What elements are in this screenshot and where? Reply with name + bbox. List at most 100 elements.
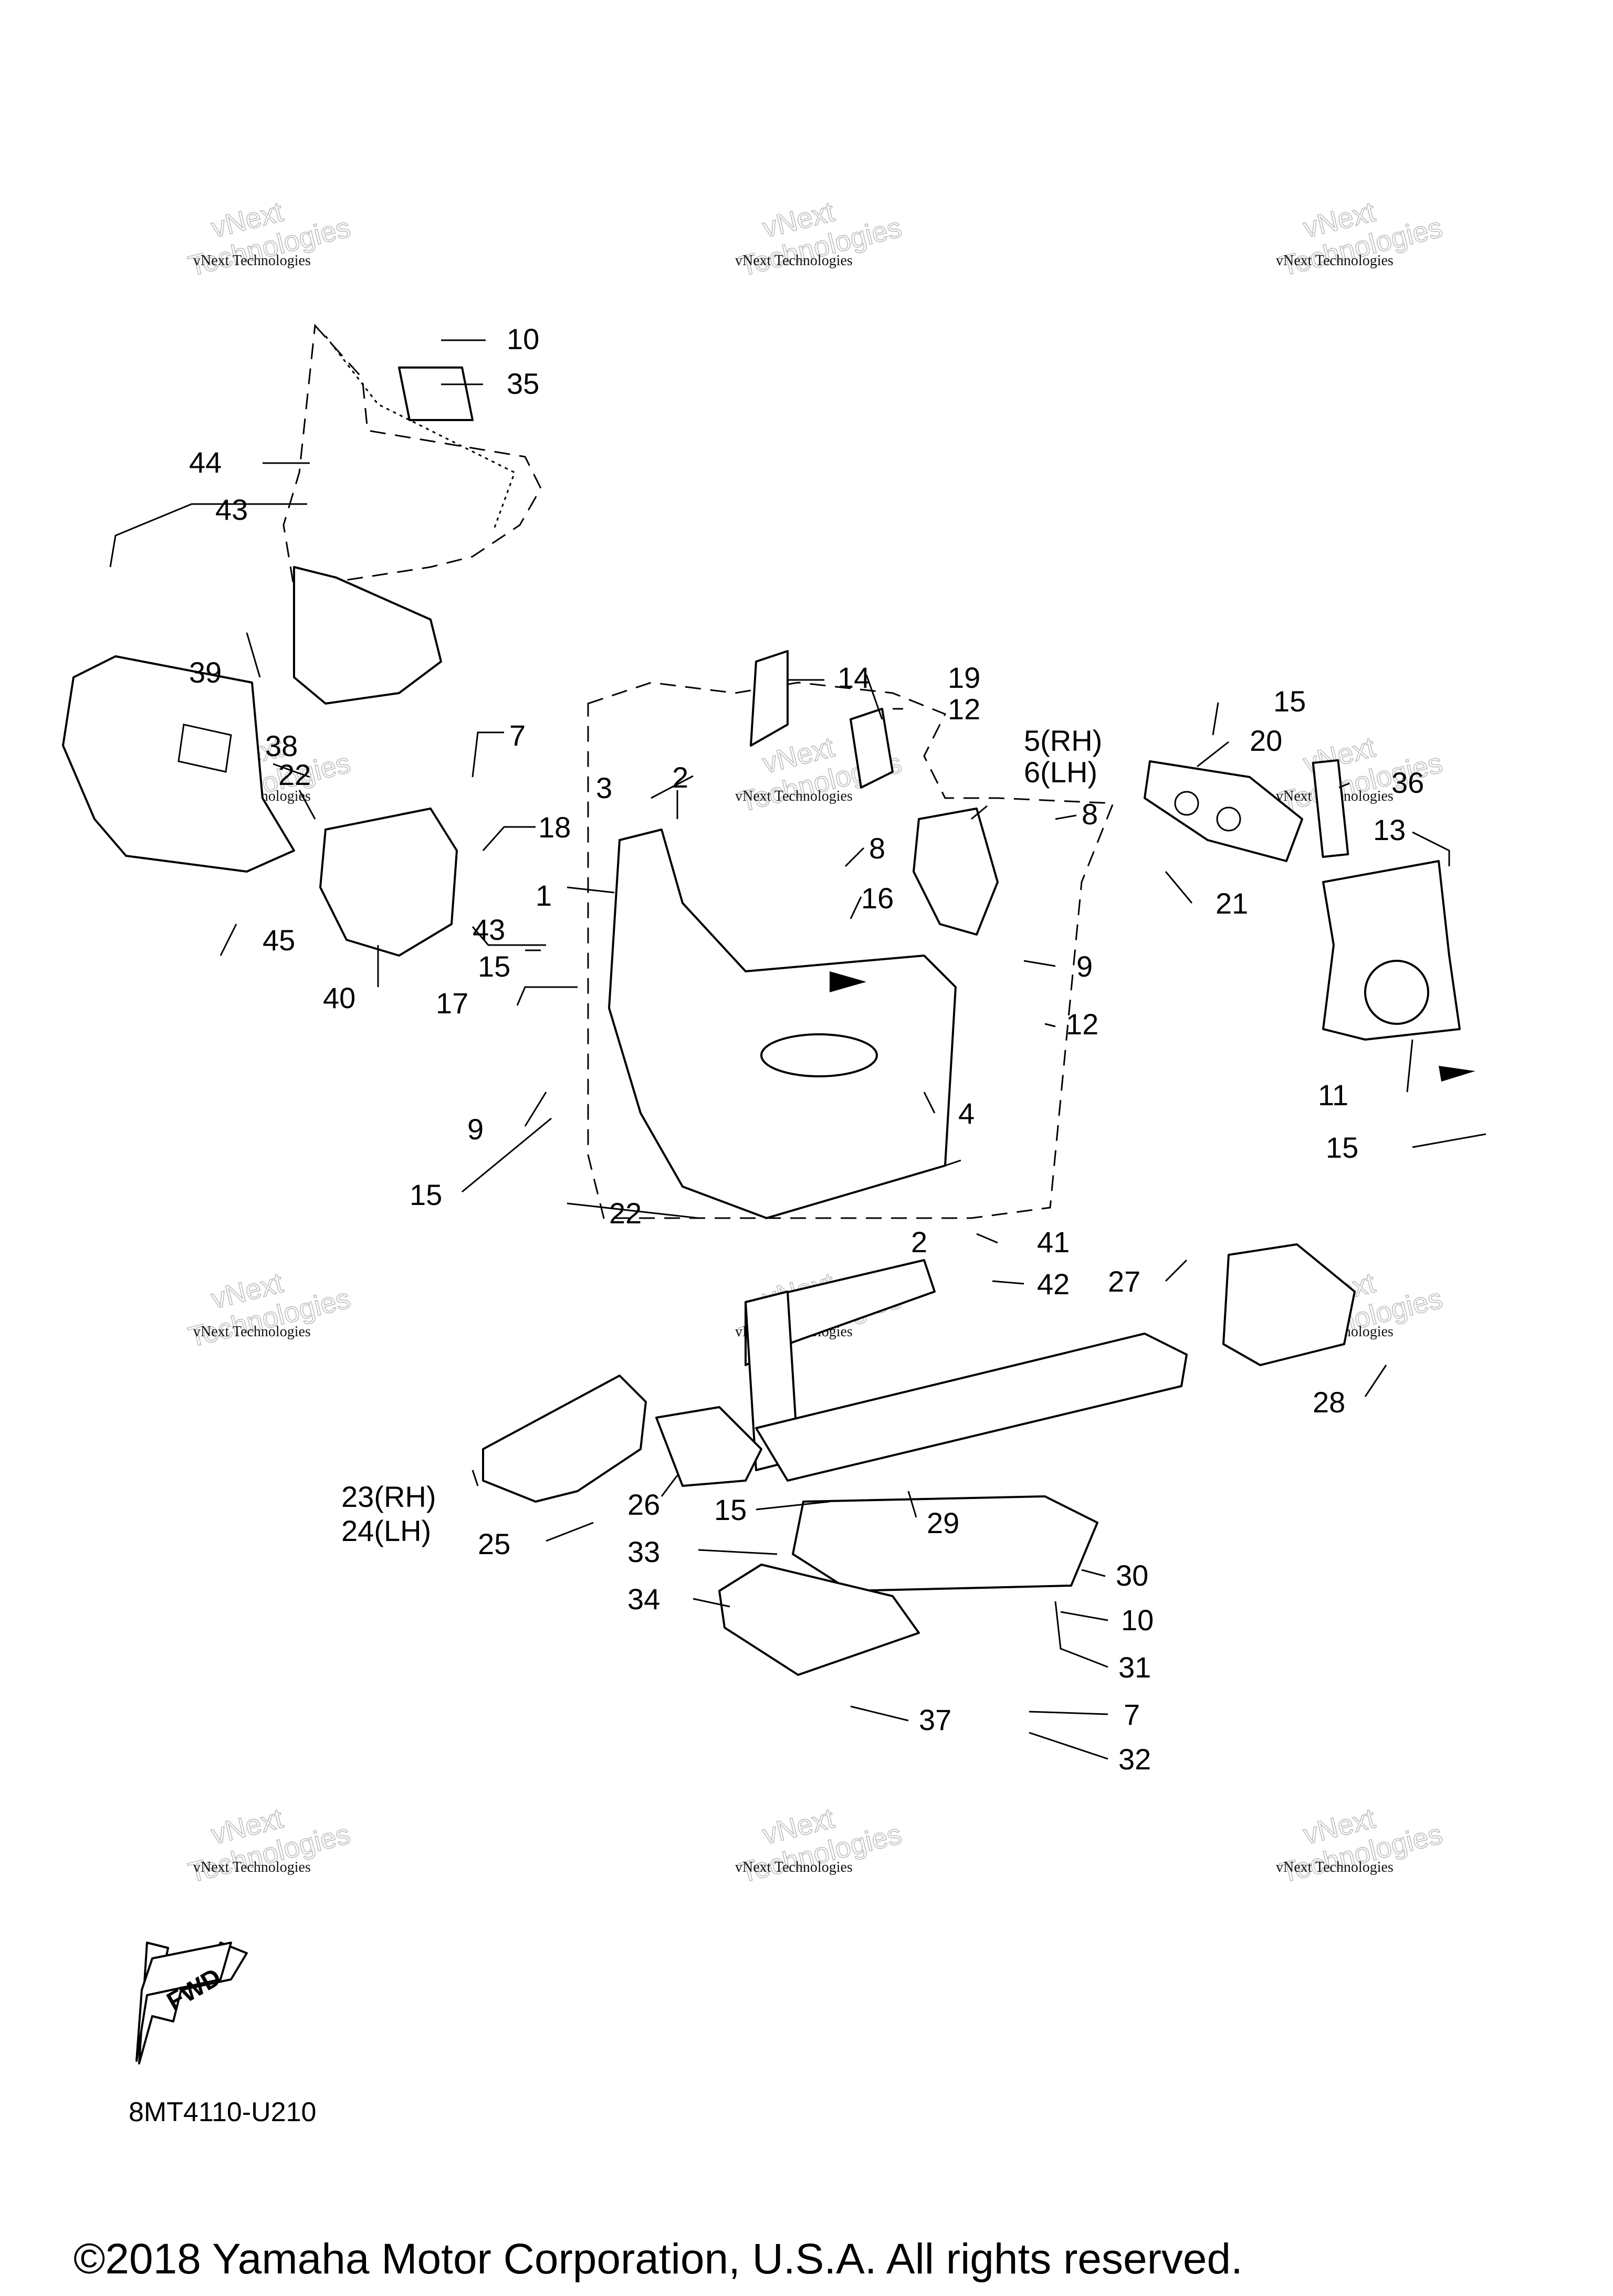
- callout-34: 34: [627, 1582, 660, 1616]
- front-panel-1: [608, 829, 957, 1219]
- callout-10: 10: [1121, 1603, 1154, 1637]
- callout-1: 1: [536, 879, 552, 912]
- callout-12: 12: [1066, 1008, 1098, 1041]
- svg-text:vNext Technologies: vNext Technologies: [193, 1324, 311, 1340]
- callout-14: 14: [837, 661, 870, 694]
- svg-text:vNext Technologies: vNext Technologies: [735, 788, 853, 804]
- direction-arrow: [830, 971, 866, 992]
- callout-15: 15: [1273, 685, 1306, 718]
- callout-41: 41: [1037, 1225, 1070, 1259]
- parts-art: [62, 323, 1475, 1676]
- callouts: 10 35 44 43 39 38 22 7 18 1 43 15 17 9 1…: [189, 322, 1424, 1776]
- duct-opening: [1364, 960, 1429, 1025]
- callout-22: 22: [278, 758, 311, 791]
- plate-20-hole: [1216, 806, 1241, 832]
- callout-8: 8: [869, 832, 885, 865]
- latch-19: [850, 708, 894, 789]
- watermark: Technologies vNext vNext Technologies: [185, 195, 354, 282]
- callout-38: 38: [265, 729, 298, 762]
- callout-2: 2: [911, 1225, 927, 1259]
- hinge-5-6: [913, 808, 999, 936]
- callout-45: 45: [263, 924, 295, 957]
- callout-27: 27: [1108, 1265, 1140, 1298]
- callout-25: 25: [478, 1527, 510, 1560]
- callout-43: 43: [215, 493, 248, 526]
- copyright-notice: ©2018 Yamaha Motor Corporation, U.S.A. A…: [74, 2235, 1243, 2283]
- callout-16: 16: [861, 882, 894, 915]
- plate-20: [1144, 760, 1303, 862]
- callout-42: 42: [1037, 1267, 1070, 1301]
- callout-15: 15: [410, 1178, 442, 1211]
- callout-8: 8: [1082, 798, 1098, 831]
- callout-43: 43: [473, 913, 505, 946]
- callout-36: 36: [1391, 766, 1424, 799]
- callout-7: 7: [1124, 1698, 1140, 1731]
- svg-text:vNext Technologies: vNext Technologies: [735, 253, 853, 269]
- callout-2: 2: [672, 761, 688, 794]
- callout-11: 11: [1318, 1078, 1348, 1112]
- bracket-26: [655, 1406, 762, 1487]
- direction-arrow: [1439, 1066, 1475, 1082]
- callout-6-lh: 6(LH): [1024, 756, 1097, 789]
- diagram-code: 8MT4110-U210: [129, 2097, 316, 2127]
- arm-23-24: [482, 1375, 647, 1503]
- callout-35: 35: [507, 367, 539, 400]
- svg-text:vNext Technologies: vNext Technologies: [735, 1859, 853, 1875]
- plate-39: [62, 655, 295, 873]
- callout-39: 39: [189, 656, 222, 689]
- callout-30: 30: [1116, 1559, 1148, 1592]
- leader-lines: [109, 339, 1486, 1760]
- callout-13: 13: [1373, 813, 1406, 846]
- svg-text:vNext Technologies: vNext Technologies: [1276, 253, 1394, 269]
- watermark: Technologies vNext vNext Technologies: [735, 195, 905, 282]
- callout-31: 31: [1118, 1651, 1151, 1684]
- watermark: Technologies vNext vNext Technologies: [185, 1266, 354, 1354]
- callout-26: 26: [627, 1488, 660, 1521]
- callout-24-lh: 24(LH): [341, 1514, 431, 1547]
- skid-plate-34: [718, 1564, 920, 1676]
- skid-plate-30: [792, 1495, 1098, 1592]
- callout-19: 19: [948, 661, 980, 694]
- callout-7: 7: [509, 719, 526, 752]
- plate-14: [750, 650, 789, 747]
- plate-20-hole: [1174, 791, 1199, 816]
- floor-bracket-rear: [293, 566, 442, 705]
- callout-33: 33: [627, 1535, 660, 1568]
- callout-20: 20: [1250, 724, 1282, 757]
- watermark: Technologies vNext vNext Technologies: [185, 1802, 354, 1889]
- callout-5-rh: 5(RH): [1024, 724, 1102, 757]
- callout-23-rh: 23(RH): [341, 1480, 436, 1513]
- watermark: Technologies vNext vNext Technologies: [1276, 195, 1446, 282]
- callout-9: 9: [1076, 950, 1093, 983]
- plate-39-cutout: [177, 724, 232, 773]
- callout-37: 37: [919, 1703, 951, 1736]
- fwd-arrow-icon: FWD: [135, 1942, 248, 2064]
- callout-40: 40: [323, 981, 355, 1014]
- svg-text:vNext Technologies: vNext Technologies: [1276, 1859, 1394, 1875]
- strip-36: [1312, 759, 1349, 858]
- svg-text:vNext Technologies: vNext Technologies: [193, 253, 311, 269]
- callout-22: 22: [609, 1197, 642, 1230]
- watermark: Technologies vNext vNext Technologies: [735, 1802, 905, 1889]
- watermark: Technologies vNext vNext Technologies: [1276, 1802, 1446, 1889]
- callout-9: 9: [467, 1113, 484, 1146]
- callout-3: 3: [596, 771, 612, 804]
- callout-29: 29: [927, 1506, 959, 1539]
- callout-15: 15: [1326, 1131, 1358, 1164]
- callout-10: 10: [507, 322, 539, 355]
- callout-21: 21: [1216, 887, 1248, 920]
- callout-32: 32: [1118, 1743, 1151, 1776]
- bracket-35: [398, 366, 474, 421]
- lower-frame-crossbeam: [755, 1333, 1188, 1482]
- callout-17: 17: [436, 987, 468, 1020]
- callout-15: 15: [478, 950, 510, 983]
- callout-44: 44: [189, 446, 222, 479]
- cab-inner-dotted: [324, 336, 516, 531]
- callout-18: 18: [538, 811, 571, 844]
- callout-4: 4: [958, 1097, 975, 1130]
- bracket-27-28: [1222, 1243, 1356, 1366]
- lower-frame-bar: [745, 1259, 936, 1366]
- guard-40: [319, 808, 458, 957]
- callout-12: 12: [948, 693, 980, 726]
